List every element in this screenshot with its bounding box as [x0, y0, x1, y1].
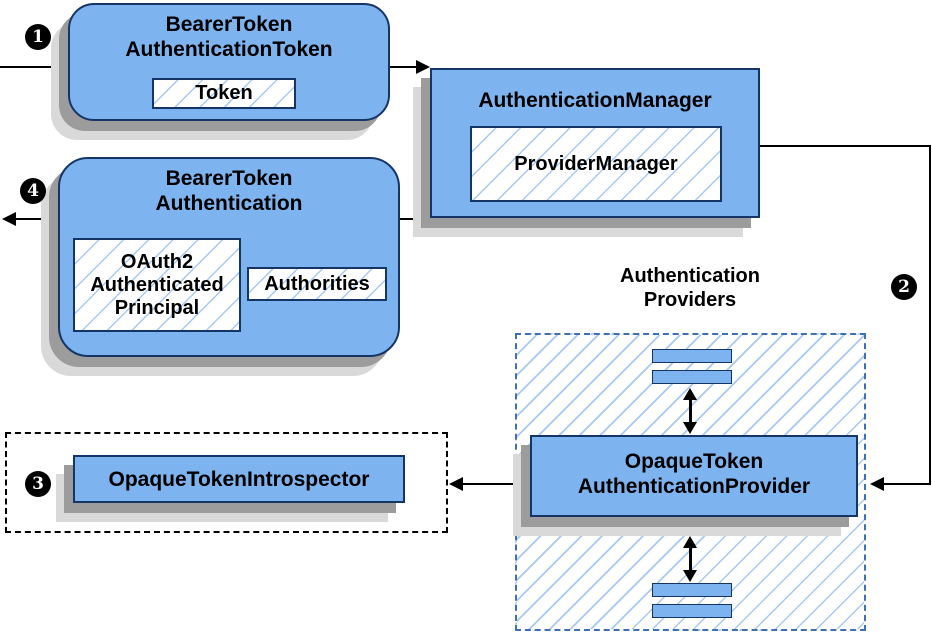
provider-placeholder-bar — [652, 349, 732, 363]
title-line: AuthenticationProvider — [577, 475, 811, 498]
authorities-chip: Authorities — [247, 267, 387, 301]
chip-label: Authorities — [264, 272, 370, 295]
node-title: OpaqueToken AuthenticationProvider — [532, 437, 856, 499]
title-line: Authentication — [155, 192, 303, 215]
flow2-arrowhead-left-icon — [870, 477, 884, 491]
node-title: BearerToken Authentication — [60, 159, 398, 216]
flow1-to-manager-line — [390, 66, 418, 68]
flow4-manager-line — [400, 218, 430, 220]
flow2-bottom-line — [884, 483, 931, 485]
introspector-group-box — [5, 432, 448, 533]
bidirectional-arrow-icon — [683, 388, 697, 434]
step-1-badge: 1 — [25, 24, 51, 50]
arrowhead-down-icon — [683, 422, 697, 434]
title-line: BearerToken — [165, 167, 293, 190]
node-opaque-token-introspector: OpaqueTokenIntrospector — [73, 455, 405, 503]
node-bearer-token-authentication: BearerToken Authentication OAuth2 Authen… — [58, 157, 400, 357]
arrowhead-up-icon — [683, 536, 697, 548]
chip-label: ProviderManager — [514, 152, 678, 175]
title-line: BearerToken — [165, 13, 293, 36]
chip-label-line: Principal — [114, 297, 200, 319]
provider-manager-chip: ProviderManager — [470, 126, 722, 202]
step-3-badge: 3 — [25, 471, 51, 497]
node-title: AuthenticationManager — [478, 89, 712, 112]
title-line: OpaqueToken — [624, 450, 764, 473]
flow4-exit-line — [16, 218, 60, 220]
provider-placeholder-bar — [652, 583, 732, 597]
token-chip: Token — [152, 78, 296, 109]
oauth2-authenticated-principal-chip: OAuth2 Authenticated Principal — [73, 238, 241, 332]
arrowhead-down-icon — [683, 570, 697, 582]
node-opaque-token-authentication-provider: OpaqueToken AuthenticationProvider — [530, 435, 858, 517]
chip-label-line: Authenticated — [90, 274, 224, 296]
authentication-providers-label: Authentication Providers — [540, 264, 840, 312]
authentication-providers-label-line2: Providers — [643, 289, 737, 311]
title-line: AuthenticationToken — [125, 38, 333, 61]
flow2-top-line — [758, 145, 931, 147]
authentication-providers-label-line1: Authentication — [620, 265, 760, 287]
node-title: BearerToken AuthenticationToken — [70, 5, 388, 62]
bidirectional-arrow-icon — [683, 536, 697, 582]
flow4-arrowhead-left-icon — [2, 212, 16, 226]
flow2-vertical-line — [929, 145, 931, 485]
step-2-badge: 2 — [891, 274, 917, 300]
provider-placeholder-bar — [652, 370, 732, 384]
provider-placeholder-bar — [652, 604, 732, 618]
node-bearer-token-authentication-token: BearerToken AuthenticationToken Token — [68, 3, 390, 121]
node-title: OpaqueTokenIntrospector — [108, 467, 370, 491]
node-authentication-manager: AuthenticationManager ProviderManager — [430, 68, 760, 218]
flow1-arrowhead-right-icon — [416, 60, 430, 74]
flow3-arrowhead-left-icon — [449, 477, 463, 491]
flow1-entry-line — [0, 66, 65, 68]
chip-label-line: OAuth2 — [120, 251, 194, 273]
step-4-badge: 4 — [20, 178, 46, 204]
arrowhead-up-icon — [683, 388, 697, 400]
flow3-line — [463, 483, 528, 485]
